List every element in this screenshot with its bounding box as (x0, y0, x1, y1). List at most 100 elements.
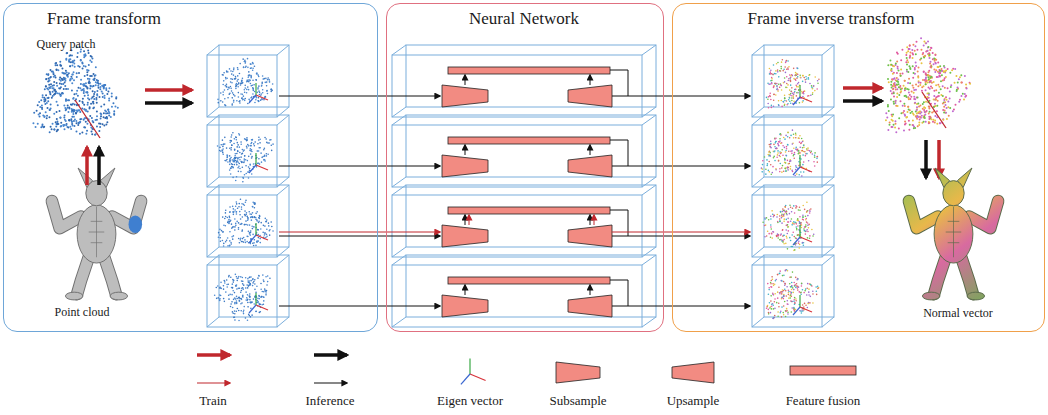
point (239, 100, 241, 102)
point (246, 147, 248, 149)
point (787, 67, 789, 69)
point (235, 86, 237, 88)
layer-back-face (219, 185, 289, 247)
point (256, 211, 258, 213)
point (221, 230, 223, 232)
point (249, 224, 251, 226)
point (248, 89, 250, 91)
layer-edge (752, 247, 764, 257)
point (779, 168, 781, 170)
foot (110, 292, 127, 300)
point (257, 163, 259, 165)
point (249, 63, 251, 65)
point (226, 77, 228, 79)
point (249, 164, 251, 166)
train-arrow (85, 147, 89, 185)
point (250, 230, 252, 232)
point (249, 150, 251, 152)
point (268, 225, 270, 227)
point (241, 288, 243, 290)
layer-edge (752, 255, 764, 265)
point (266, 284, 268, 286)
point (230, 242, 232, 244)
point (256, 241, 258, 243)
point (235, 77, 237, 79)
layer-front-face (752, 55, 822, 117)
point (53, 128, 55, 130)
point (264, 155, 266, 157)
limb-outline (52, 201, 81, 228)
point (79, 118, 81, 120)
point (44, 88, 46, 90)
point (223, 285, 225, 287)
point (252, 282, 254, 284)
point (232, 311, 234, 313)
point (785, 150, 787, 152)
point (770, 143, 772, 145)
point (269, 139, 271, 141)
point (52, 72, 54, 74)
point (783, 101, 785, 103)
point (267, 79, 269, 81)
point (783, 68, 785, 70)
point (107, 90, 109, 92)
point (71, 90, 73, 92)
point (235, 274, 237, 276)
point (71, 82, 73, 84)
point (59, 64, 61, 66)
point (247, 319, 249, 321)
point (814, 152, 816, 154)
point (246, 92, 248, 94)
point (99, 88, 101, 90)
point (234, 319, 236, 321)
point (41, 123, 43, 125)
point (787, 103, 789, 105)
patch-layer (207, 255, 289, 327)
point (790, 81, 792, 83)
point (233, 211, 235, 213)
point (761, 171, 763, 173)
point (222, 231, 224, 233)
point (803, 145, 805, 147)
point (260, 283, 262, 285)
point (258, 217, 260, 219)
point (236, 80, 238, 82)
point (258, 295, 260, 297)
layer-edge (392, 107, 406, 117)
point (64, 81, 66, 83)
point (232, 166, 234, 168)
point (83, 88, 85, 90)
point (247, 287, 249, 289)
head (86, 181, 107, 206)
point (231, 140, 233, 142)
point (222, 144, 224, 146)
fusion-line (610, 280, 628, 306)
point (71, 55, 73, 57)
point (240, 161, 242, 163)
point (70, 61, 72, 63)
point (250, 143, 252, 145)
point (92, 101, 94, 103)
point (62, 83, 64, 85)
layer-edge (642, 45, 656, 55)
point (817, 83, 819, 85)
point (227, 245, 229, 247)
point (59, 83, 61, 85)
point (217, 99, 219, 101)
point (258, 295, 260, 297)
point (805, 81, 807, 83)
point (231, 301, 233, 303)
point (65, 109, 67, 111)
point (790, 102, 792, 104)
point (222, 216, 224, 218)
point (263, 279, 265, 281)
point (70, 120, 72, 122)
point (798, 138, 800, 140)
point (75, 120, 77, 122)
point (42, 96, 44, 98)
point (239, 239, 241, 241)
point (244, 87, 246, 89)
point (251, 173, 253, 175)
point (761, 168, 763, 170)
point (55, 76, 57, 78)
